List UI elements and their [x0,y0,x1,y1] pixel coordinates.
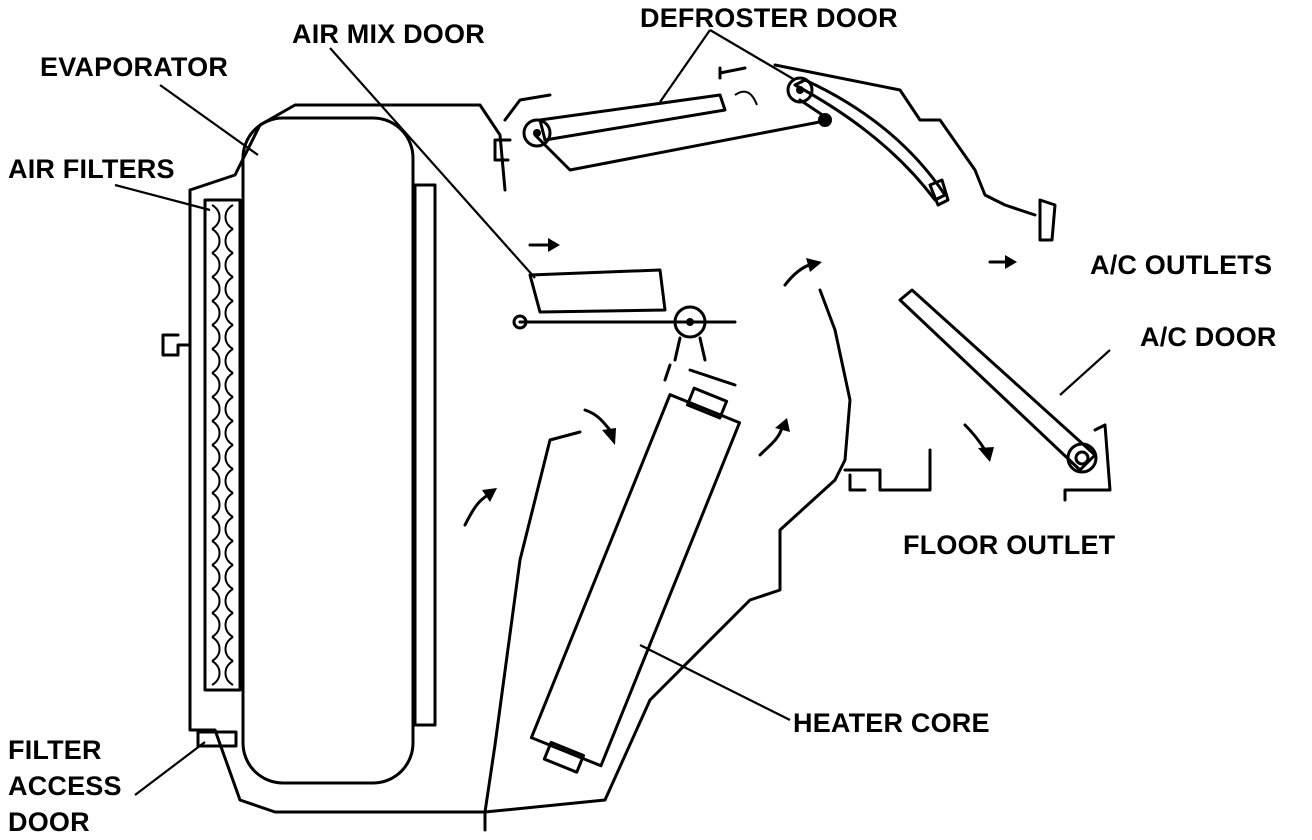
filter-pleat [211,372,221,398]
housing-upper-right [773,63,1037,217]
filter-pleat [224,612,234,638]
filter-pleat [224,396,234,422]
heater-core [529,386,742,774]
air-filter-pleats [211,204,234,686]
air-filter-frame [203,198,242,692]
evaporator-plate [413,183,437,727]
filter-pleat [224,516,234,542]
filter-pleat [211,540,221,566]
filter-pleat [224,276,234,302]
filter-pleat [211,660,221,686]
air-mix-door[interactable] [512,268,737,387]
filter-pleat [224,444,234,470]
filter-pleat [224,564,234,590]
filter-access-door[interactable] [196,730,238,748]
filter-pleat [224,588,234,614]
label-floor-outlet: FLOOR OUTLET [903,530,1116,560]
filter-pleat [211,396,221,422]
bracket-left [161,333,192,357]
housing-top [188,103,507,192]
filter-pleat [224,372,234,398]
evaporator-core [241,116,415,785]
housing-outline [188,188,852,832]
defroster-stop [718,66,747,80]
filter-pleat [211,324,221,350]
filter-pleat [211,228,221,254]
filter-pleat [224,324,234,350]
housing-inner-wall [483,430,582,814]
filter-pleat [224,420,234,446]
filter-pleat [211,516,221,542]
filter-pleat [211,636,221,662]
filter-pleat [211,444,221,470]
filter-pleat [224,540,234,566]
leader-lines [114,29,1111,796]
label-defroster-door: DEFROSTER DOOR [640,3,898,33]
filter-pleat [211,300,221,326]
filter-pleat [211,564,221,590]
filter-pleat [224,252,234,278]
filter-pleat [224,660,234,686]
label-filter-access-door: FILTER ACCESS DOOR [8,735,122,837]
label-ac-door: A/C DOOR [1140,322,1277,352]
ac-door[interactable] [898,288,1112,502]
filter-pleat [224,228,234,254]
filter-pleat [224,636,234,662]
filter-pleat [211,588,221,614]
outlet-flap [1038,198,1057,242]
filter-pleat [224,468,234,494]
label-air-filters: AIR FILTERS [8,154,175,184]
filter-pleat [224,348,234,374]
floor-outlet-duct [843,448,932,492]
filter-pleat [211,468,221,494]
filter-pleat [211,276,221,302]
filter-pleat [211,204,221,230]
filter-pleat [224,204,234,230]
label-evaporator: EVAPORATOR [40,52,229,82]
label-heater-core: HEATER CORE [793,708,990,738]
filter-pleat [211,492,221,518]
label-ac-outlets: A/C OUTLETS [1090,250,1273,280]
filter-pleat [224,492,234,518]
filter-pleat [211,252,221,278]
label-air-mix-door: AIR MIX DOOR [292,19,485,49]
filter-pleat [211,612,221,638]
airflow-arrows [463,90,1017,527]
defroster-door-left[interactable] [493,93,832,172]
defroster-door-right[interactable] [786,76,950,207]
filter-pleat [211,348,221,374]
filter-pleat [211,420,221,446]
filter-pleat [224,300,234,326]
